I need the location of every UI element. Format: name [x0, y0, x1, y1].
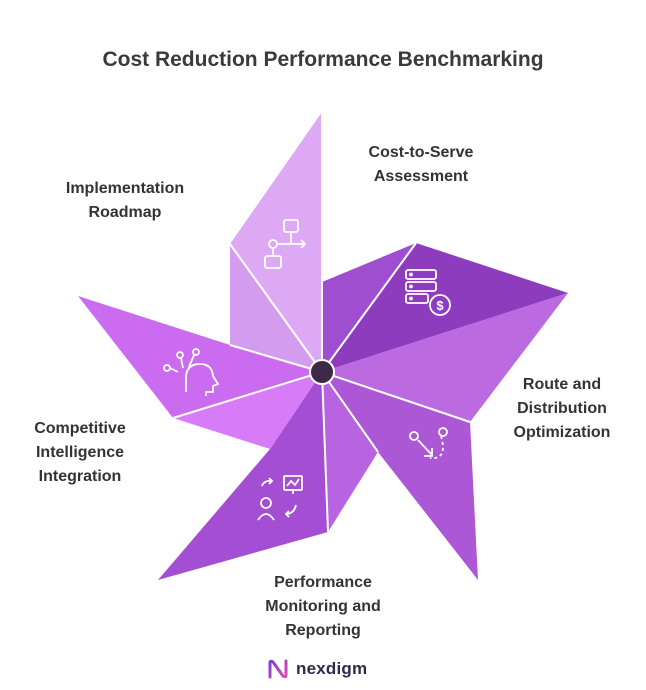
page-title: Cost Reduction Performance Benchmarking	[102, 48, 544, 71]
label-implementation-roadmap: Implementation Roadmap	[65, 180, 185, 221]
label-competitive-intelligence: Competitive Intelligence Integration	[34, 420, 126, 485]
center-hub	[309, 359, 335, 385]
nexdigm-logo: nexdigm	[266, 654, 367, 684]
label-performance-monitoring: Performance Monitoring and Reporting	[265, 574, 381, 639]
flowchart-icon	[264, 219, 307, 269]
label-route-distribution: Route and Distribution Optimization	[513, 376, 611, 441]
blade-performance	[158, 372, 378, 580]
blade-competitive	[78, 296, 322, 449]
nexdigm-logo-icon	[268, 659, 288, 679]
nexdigm-logo-text: nexdigm	[296, 659, 368, 678]
route-arrow-icon	[409, 427, 448, 459]
server-dollar-icon: $	[405, 269, 451, 316]
blade-route	[322, 293, 568, 580]
head-ideas-icon	[163, 348, 220, 396]
label-cost-to-serve: Cost-to-Serve Assessment	[368, 144, 474, 185]
svg-text:$: $	[436, 298, 444, 313]
person-chart-icon	[257, 475, 303, 521]
